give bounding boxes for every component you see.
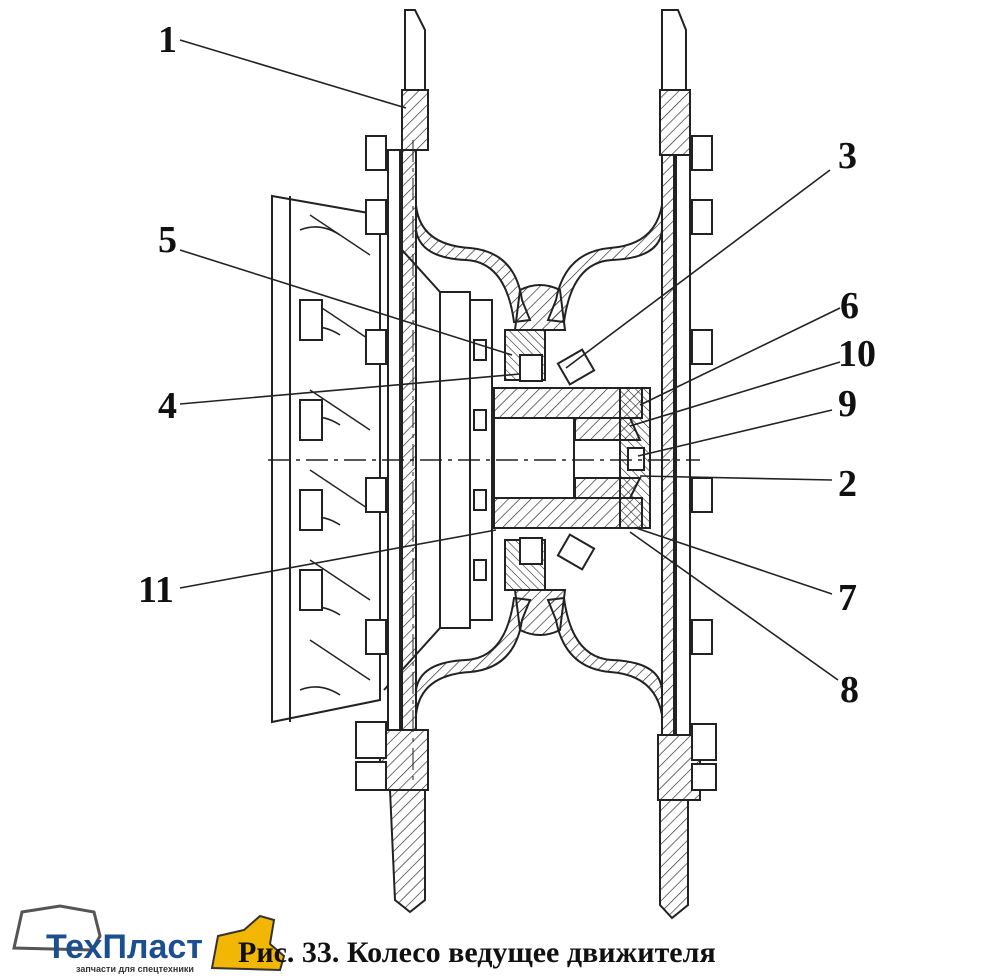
callout-8: 8 [840, 669, 859, 711]
logo-tagline: запчасти для спецтехники [76, 964, 194, 974]
leader-lines [179, 39, 841, 681]
callout-7: 7 [838, 577, 857, 619]
callout-4: 4 [158, 385, 177, 427]
callout-11: 11 [138, 569, 174, 611]
callout-labels: 1 3 5 6 10 4 9 2 11 7 8 [138, 19, 876, 711]
excavator-icon [12, 904, 102, 952]
callout-1: 1 [158, 19, 177, 61]
techplast-logo: ТехПласт запчасти для спецтехники [12, 904, 286, 974]
loader-icon [210, 914, 286, 972]
callout-3: 3 [838, 135, 857, 177]
callout-10: 10 [838, 333, 876, 375]
callout-5: 5 [158, 219, 177, 261]
right-disc [546, 9, 717, 920]
callout-9: 9 [838, 383, 857, 425]
callout-2: 2 [838, 463, 857, 505]
logo-brand-text: ТехПласт [46, 928, 203, 966]
drum-plate [271, 194, 493, 724]
callout-6: 6 [840, 285, 859, 327]
figure-caption: Рис. 33. Колесо ведущее движителя [238, 936, 716, 969]
hub-assembly [493, 284, 651, 636]
